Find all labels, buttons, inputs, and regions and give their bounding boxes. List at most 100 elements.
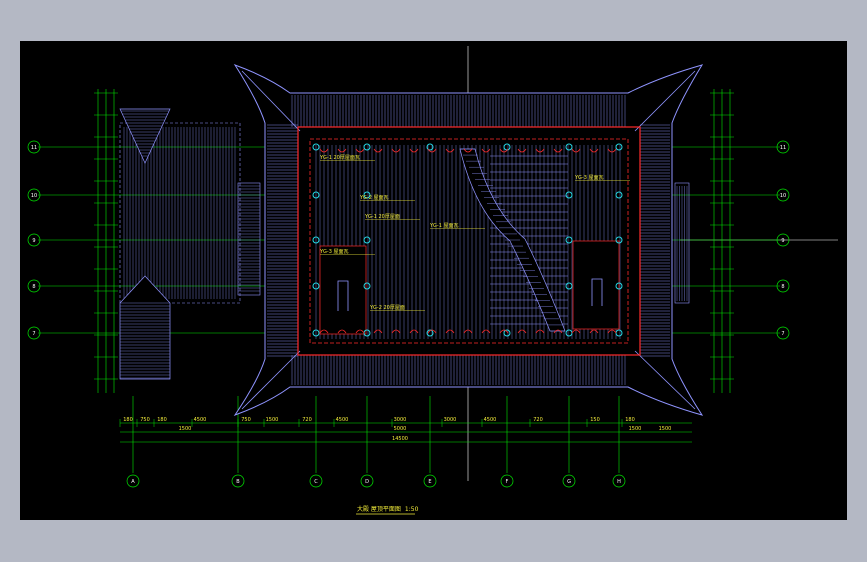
ridge-ornament	[319, 148, 329, 153]
main-roof-outline	[233, 64, 704, 416]
ridge-ornament	[409, 329, 419, 334]
axis-bubble-right	[776, 233, 790, 247]
ridge-ornament	[427, 148, 437, 153]
ridge-ornament	[571, 148, 581, 153]
dim-value-row1: 4500	[336, 417, 349, 423]
column-marker	[615, 236, 623, 244]
axis-bubble-bottom	[126, 474, 140, 488]
ridge-ornament	[463, 329, 473, 334]
column-marker	[363, 236, 371, 244]
axis-bubble-left	[27, 326, 41, 340]
column-marker	[312, 191, 320, 199]
axis-bubble-left	[27, 188, 41, 202]
annotation-label: YG-1 20厚屋面瓦	[319, 155, 360, 161]
dim-value-row2: 1500	[659, 426, 672, 432]
axis-label-bottom: F	[506, 479, 509, 485]
stair-symbol	[591, 278, 603, 306]
column-marker	[615, 191, 623, 199]
axis-label-left: 10	[31, 193, 37, 199]
dim-value-row1: 720	[302, 417, 312, 423]
dim-value-row1: 3000	[394, 417, 407, 423]
axis-bubble-bottom	[309, 474, 323, 488]
axis-label-right: 9	[781, 238, 784, 244]
axis-label-left: 7	[32, 331, 35, 337]
ridge-ornament	[499, 329, 509, 334]
hip-line	[241, 350, 301, 410]
ridge-ornament	[355, 329, 365, 334]
axis-bubble-right	[776, 326, 790, 340]
axis-bubble-left	[27, 279, 41, 293]
ridge-ornament	[553, 329, 563, 334]
column-marker	[503, 329, 511, 337]
column-marker	[615, 282, 623, 290]
column-marker	[312, 236, 320, 244]
axis-label-left: 9	[32, 238, 35, 244]
ridge-ornament	[481, 329, 491, 334]
column-marker	[565, 191, 573, 199]
dim-value-row1: 180	[157, 417, 167, 423]
ridge-ornament	[445, 329, 455, 334]
ridge-ornament	[445, 148, 455, 153]
annotation-label: YG-1 20厚屋面	[364, 214, 400, 220]
annotation-label: YG-2 20厚屋面	[369, 305, 405, 311]
annotation-label: YG-3 屋面瓦	[319, 249, 349, 255]
ridge-ornament	[373, 329, 383, 334]
column-marker	[565, 236, 573, 244]
dim-value-row1: 4500	[484, 417, 497, 423]
axis-bubble-bottom	[562, 474, 576, 488]
dim-value-row1: 750	[241, 417, 251, 423]
ridge-ornament	[319, 329, 329, 334]
right-annex	[674, 182, 690, 304]
hip-line	[241, 70, 301, 132]
column-marker	[426, 143, 434, 151]
left-ridge-bottom	[119, 275, 171, 380]
axis-bubble-right	[776, 188, 790, 202]
axis-bubble-bottom	[360, 474, 374, 488]
column-marker	[363, 191, 371, 199]
ridge-ornament	[499, 148, 509, 153]
axis-label-left: 11	[31, 145, 37, 151]
ridge-ornament	[571, 329, 581, 334]
ridge-ornament	[535, 329, 545, 334]
ridge-ornament	[373, 148, 383, 153]
ridge-ornament	[463, 148, 473, 153]
annotation-label: YG-2 屋面瓦	[359, 195, 389, 201]
column-marker	[312, 282, 320, 290]
axis-bubble-bottom	[231, 474, 245, 488]
column-marker	[565, 282, 573, 290]
axis-label-right: 7	[781, 331, 784, 337]
column-marker	[363, 282, 371, 290]
ridge-ornament	[427, 329, 437, 334]
inner-ridge-frame	[309, 138, 629, 344]
ridge-ornament	[337, 148, 347, 153]
ridge-ornament	[553, 148, 563, 153]
annotation-label: YG-1 屋面瓦	[429, 223, 459, 229]
ridge-ornament	[517, 148, 527, 153]
dim-value-row1: 4500	[194, 417, 207, 423]
dim-value-row1: 1500	[266, 417, 279, 423]
dim-value-row1: 180	[123, 417, 133, 423]
annotation-label: YG-3 屋面瓦	[574, 175, 604, 181]
dim-value-row1: 720	[533, 417, 543, 423]
axis-bubble-bottom	[423, 474, 437, 488]
dim-value-row1: 150	[590, 417, 600, 423]
axis-label-bottom: D	[365, 479, 369, 485]
left-ridge-top	[119, 108, 171, 164]
ridge-ornament	[589, 148, 599, 153]
axis-bubble-right	[776, 279, 790, 293]
axis-label-bottom: A	[131, 479, 135, 485]
left-connector	[237, 182, 261, 296]
axis-label-bottom: H	[617, 479, 621, 485]
dim-value-row1: 180	[625, 417, 635, 423]
outer-ridge-frame	[297, 126, 641, 356]
axis-label-bottom: C	[314, 479, 318, 485]
left-building-outline	[119, 122, 241, 304]
ridge-ornament	[391, 329, 401, 334]
column-marker	[565, 143, 573, 151]
ridge-ornament	[409, 148, 419, 153]
column-marker	[312, 329, 320, 337]
axis-label-right: 10	[780, 193, 786, 199]
